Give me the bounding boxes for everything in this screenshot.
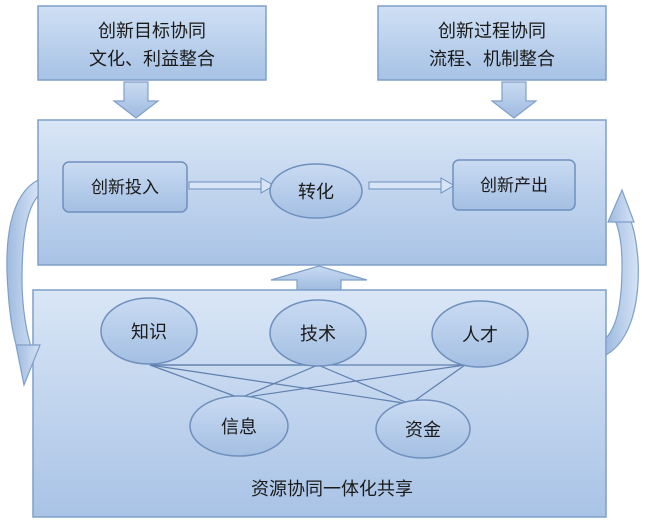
process-synergy-box: 创新过程协同 流程、机制整合 xyxy=(377,5,607,81)
transform-label: 转化 xyxy=(298,182,334,203)
innovation-output-node: 创新产出 xyxy=(452,159,576,211)
arrow-transform-to-output xyxy=(368,177,456,194)
goal-synergy-title: 创新目标协同 xyxy=(98,21,206,42)
process-synergy-subtitle: 流程、机制整合 xyxy=(429,49,555,70)
innovation-output-label: 创新产出 xyxy=(480,176,548,196)
technology-node: 技术 xyxy=(269,299,367,367)
arrow-input-to-transform xyxy=(188,177,276,194)
up-arrow-center xyxy=(270,265,368,291)
process-synergy-title: 创新过程协同 xyxy=(438,21,546,42)
down-arrow-left xyxy=(112,81,160,119)
down-arrow-right xyxy=(490,81,538,119)
right-curved-arrow xyxy=(605,188,639,357)
transform-node: 转化 xyxy=(269,163,363,219)
innovation-input-node: 创新投入 xyxy=(62,161,188,213)
information-node: 信息 xyxy=(189,395,289,457)
talent-label: 人才 xyxy=(462,325,498,346)
left-curved-arrow xyxy=(6,178,41,388)
information-label: 信息 xyxy=(221,417,257,438)
knowledge-label: 知识 xyxy=(131,322,167,343)
goal-synergy-box: 创新目标协同 文化、利益整合 xyxy=(37,5,267,81)
resource-links xyxy=(149,364,466,405)
talent-node: 人才 xyxy=(431,300,529,368)
technology-label: 技术 xyxy=(300,324,336,345)
innovation-input-label: 创新投入 xyxy=(91,178,159,198)
knowledge-node: 知识 xyxy=(100,297,198,365)
capital-label: 资金 xyxy=(405,420,441,441)
resource-sharing-caption: 资源协同一体化共享 xyxy=(251,479,413,500)
capital-node: 资金 xyxy=(375,399,471,459)
goal-synergy-subtitle: 文化、利益整合 xyxy=(89,49,215,70)
